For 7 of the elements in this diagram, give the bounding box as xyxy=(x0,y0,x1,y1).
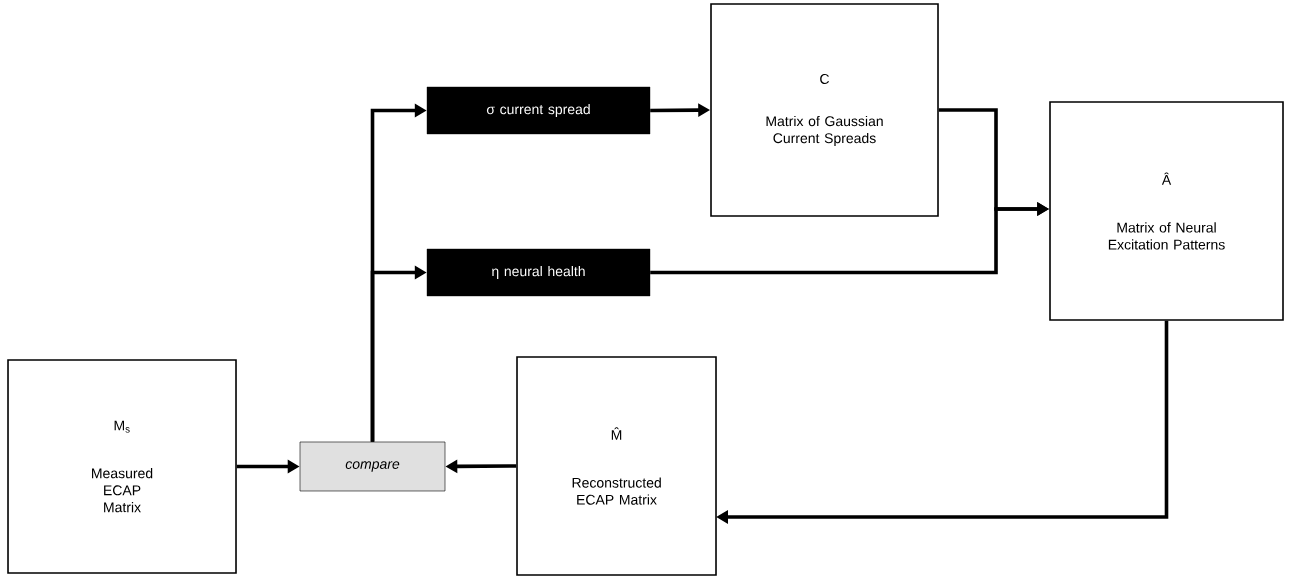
compare-box: compare xyxy=(299,441,446,492)
matrix-box: C Matrix of Gaussian Current Spreads xyxy=(710,3,939,217)
matrix-box: M̂ Reconstructed ECAP Matrix xyxy=(516,356,717,576)
matrix-box: Â Matrix of Neural Excitation Patterns xyxy=(1049,101,1284,321)
parameter-box: σ current spread xyxy=(426,86,651,135)
matrix-box: M$_{s}$ Measured ECAP Matrix xyxy=(7,359,237,574)
parameter-box: η neural health xyxy=(426,248,651,297)
